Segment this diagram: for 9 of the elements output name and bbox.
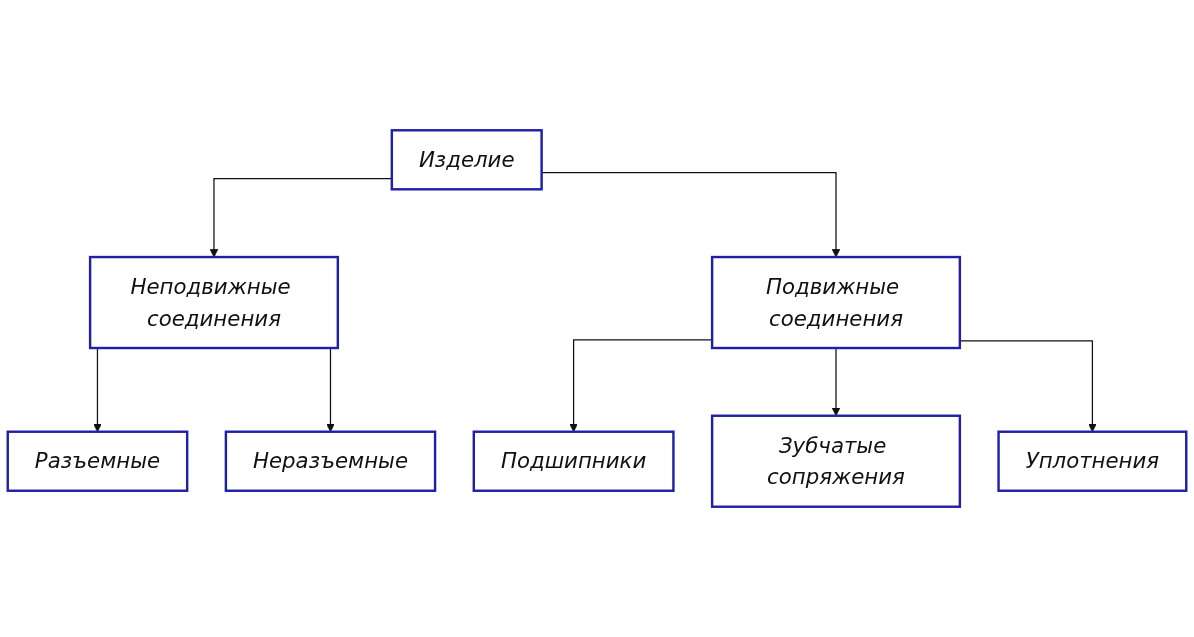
node-box: Неразъемные <box>224 430 437 492</box>
node-box: Подшипники <box>472 430 675 492</box>
node-box: Изделие <box>390 129 543 191</box>
node-box: Зубчатые сопряжения <box>710 414 962 508</box>
node-box: Разъемные <box>6 430 189 492</box>
node-box: Неподвижные соединения <box>88 255 340 350</box>
arrow <box>541 172 841 258</box>
node-box: Уплотнения <box>997 430 1188 492</box>
node-box: Подвижные соединения <box>710 255 962 350</box>
